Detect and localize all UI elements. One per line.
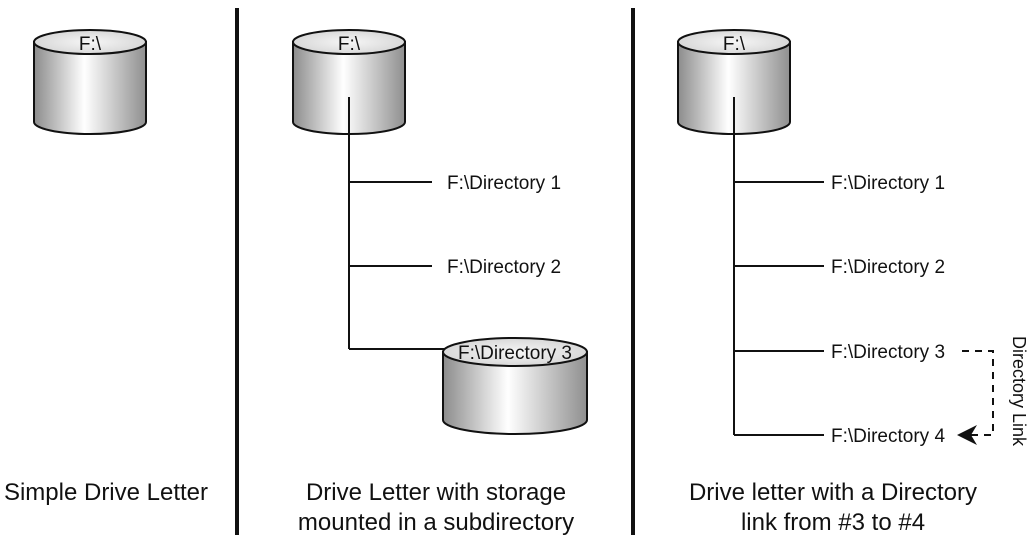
drive-cylinder-icon [292, 29, 406, 135]
panel-caption: Simple Drive Letter [4, 479, 208, 506]
panel-caption-line-1: Drive Letter with storage [306, 479, 566, 506]
drive-cylinder-icon [33, 29, 147, 135]
drive-cylinder-icon [677, 29, 791, 135]
directory-label: F:\Directory 3 [831, 342, 945, 363]
mounted-drive-label: F:\Directory 3 [458, 343, 572, 364]
directory-label: F:\Directory 2 [831, 257, 945, 278]
directory-link-label: Directory Link [1009, 336, 1029, 447]
panel-simple-drive: F:\ Simple Drive Letter [4, 29, 208, 506]
directory-label: F:\Directory 1 [447, 173, 561, 194]
drive-label: F:\ [723, 34, 746, 55]
directory-label: F:\Directory 1 [831, 173, 945, 194]
panel-caption-line-2: mounted in a subdirectory [298, 509, 574, 535]
panel-directory-link: F:\ F:\Directory 1 F:\Directory 2 F:\Dir… [677, 29, 1029, 535]
drive-label: F:\ [338, 34, 361, 55]
panel-mounted-storage: F:\ F:\Directory 1 F:\Directory 2 F:\Dir… [292, 29, 588, 535]
panel-caption-line-1: Drive letter with a Directory [689, 479, 977, 506]
directory-label: F:\Directory 4 [831, 426, 945, 447]
directory-link-connector [957, 350, 994, 445]
mounted-drive-cylinder-icon [442, 337, 588, 435]
panel-caption-line-2: link from #3 to #4 [741, 509, 925, 535]
drive-label: F:\ [79, 34, 102, 55]
directory-label: F:\Directory 2 [447, 257, 561, 278]
